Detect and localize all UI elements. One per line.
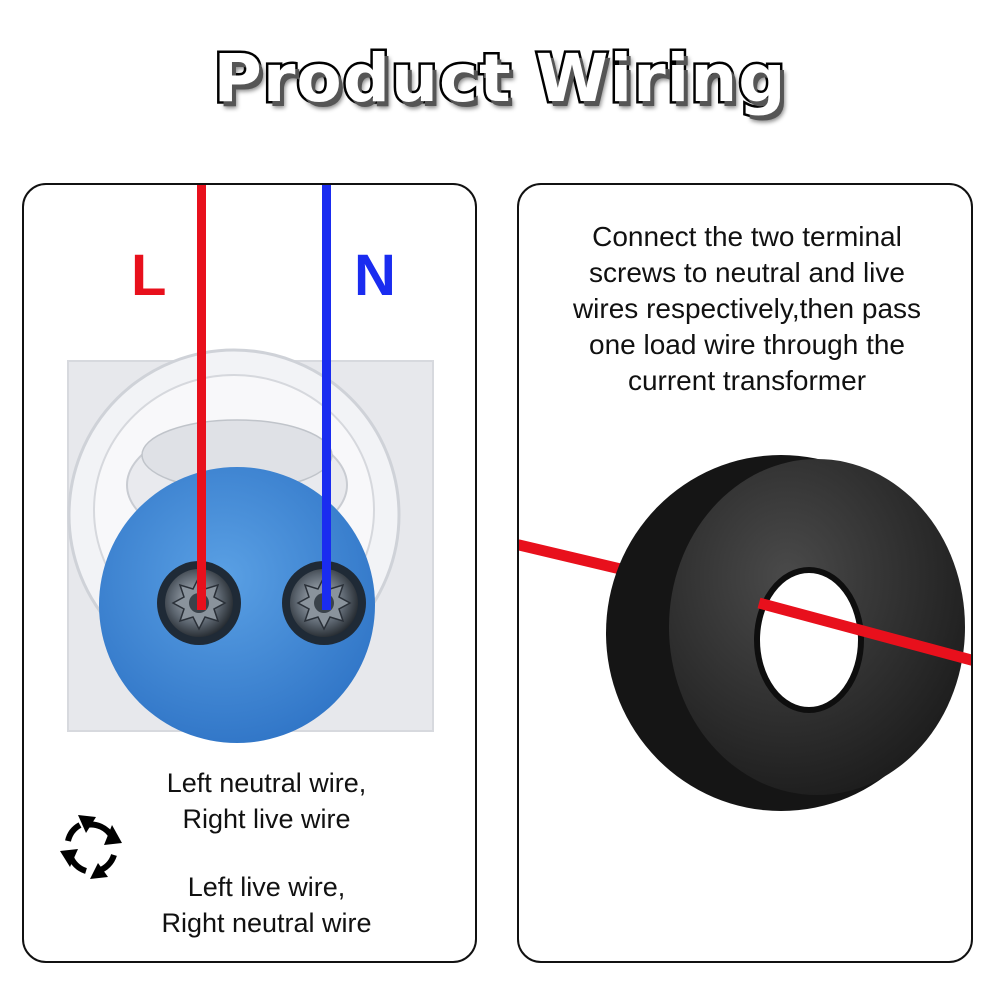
- cycle-arrows-icon: [60, 815, 122, 879]
- ct-hole: [754, 567, 864, 713]
- caption-line: Right neutral wire: [161, 908, 372, 938]
- instruction-line: Connect the two terminal: [592, 221, 902, 252]
- terminal-illustration: [60, 185, 434, 879]
- wiring-option-1: Left neutral wire, Right live wire: [94, 765, 439, 837]
- load-wire-front: [757, 597, 971, 666]
- instruction-line: one load wire through the: [589, 329, 905, 360]
- instruction-text: Connect the two terminal screws to neutr…: [519, 219, 971, 399]
- live-wire: [197, 185, 206, 610]
- right-terminal-screw: [282, 561, 366, 645]
- wiring-option-2: Left live wire, Right neutral wire: [94, 869, 439, 941]
- instruction-line: wires respectively,then pass: [572, 293, 922, 324]
- caption-line: Left neutral wire,: [166, 768, 367, 798]
- current-transformer-panel: Connect the two terminal screws to neutr…: [517, 183, 973, 963]
- current-transformer-illustration: [519, 455, 971, 811]
- instruction-line: current transformer: [627, 365, 867, 396]
- page-title: Product Wiring: [211, 38, 788, 120]
- caption-line: Left live wire,: [187, 872, 346, 902]
- caption-line: Right live wire: [182, 804, 351, 834]
- neutral-wire: [322, 185, 331, 610]
- wiring-diagram-panel: L N Left neutral wire, Right live wire L…: [22, 183, 477, 963]
- neutral-label: N: [354, 243, 396, 308]
- instruction-line: screws to neutral and live: [589, 257, 905, 288]
- live-label: L: [131, 243, 167, 308]
